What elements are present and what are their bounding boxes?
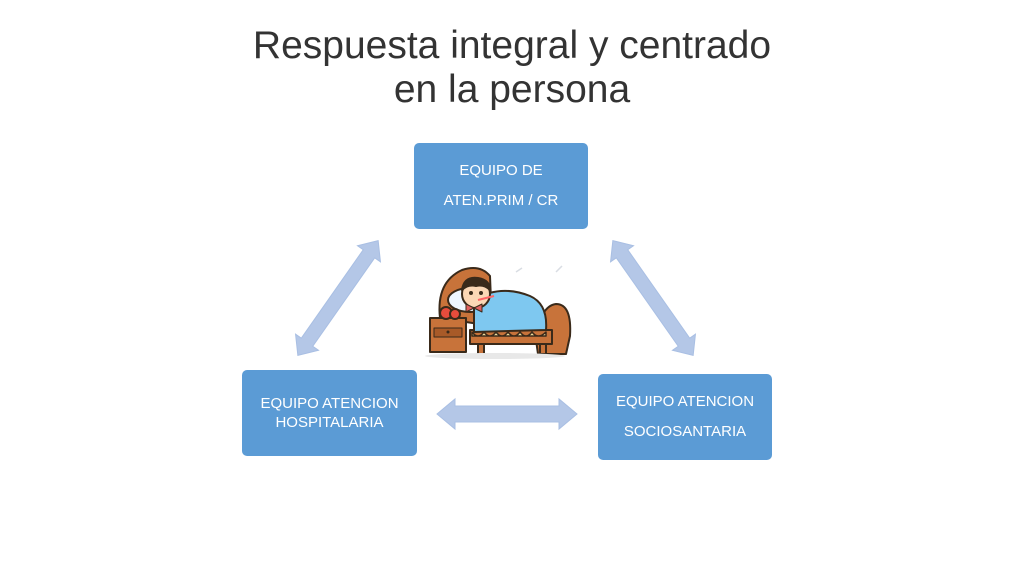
- title-line-1: Respuesta integral y centrado: [252, 24, 772, 67]
- slide-title: Respuesta integral y centrado en la pers…: [0, 24, 1024, 112]
- box-equipo-atencion-hospitalaria: EQUIPO ATENCION HOSPITALARIA: [242, 370, 417, 456]
- arrow-top-right: [609, 240, 697, 356]
- box-left-line-1: EQUIPO ATENCION: [260, 395, 399, 412]
- patient-in-bed-icon: [425, 265, 572, 359]
- arrow-bottom: [436, 397, 578, 431]
- box-equipo-atencion-primaria: EQUIPO DE ATEN.PRIM / CR: [414, 143, 588, 229]
- box-equipo-atencion-sociosanitaria: EQUIPO ATENCION SOCIOSANTARIA: [598, 374, 772, 460]
- arrow-top-left: [294, 240, 382, 356]
- box-right-line-1: EQUIPO ATENCION: [615, 393, 755, 410]
- box-top-line-2: ATEN.PRIM / CR: [443, 192, 559, 209]
- box-right-line-2: SOCIOSANTARIA: [623, 423, 747, 440]
- box-left-line-2: HOSPITALARIA: [275, 414, 384, 431]
- title-line-2: en la persona: [393, 68, 631, 111]
- box-top-line-1: EQUIPO DE: [459, 162, 543, 179]
